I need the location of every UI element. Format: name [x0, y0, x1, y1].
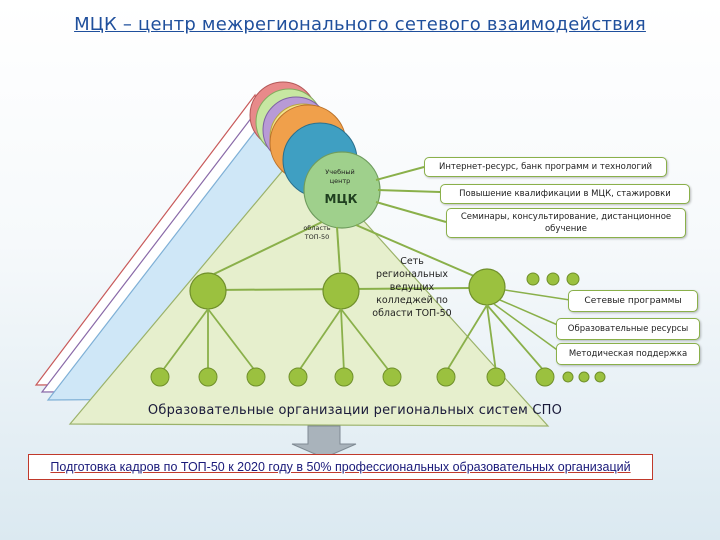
dot — [526, 272, 540, 286]
network-node-center — [322, 272, 360, 310]
network-node-left — [189, 272, 227, 310]
leaf-node — [486, 367, 506, 387]
page-title: МЦК – центр межрегионального сетевого вз… — [74, 14, 646, 35]
info-box-edu-resources: Образовательные ресурсы — [556, 318, 700, 340]
leaf-node — [436, 367, 456, 387]
info-box-network-programs: Сетевые программы — [568, 290, 698, 312]
leaf-node — [198, 367, 218, 387]
bottom-conclusion-box: Подготовка кадров по ТОП-50 к 2020 году … — [28, 454, 653, 480]
network-label: Сеть региональных ведущих колледжей по о… — [372, 256, 452, 319]
dot — [562, 371, 574, 383]
dot — [578, 371, 590, 383]
info-box-internet: Интернет-ресурс, банк программ и техноло… — [424, 157, 667, 177]
leaf-node — [150, 367, 170, 387]
mck-circle — [303, 151, 381, 229]
mck-main-label: МЦК — [324, 192, 358, 206]
network-node-right — [468, 268, 506, 306]
dot — [566, 272, 580, 286]
leaf-node — [246, 367, 266, 387]
info-box-qualification: Повышение квалификации в МЦК, стажировки — [440, 184, 690, 204]
region-label: область ТОП-50 — [303, 224, 331, 241]
base-label: Образовательные организации региональных… — [147, 403, 563, 418]
leaf-node — [382, 367, 402, 387]
info-box-method-support: Методическая поддержка — [556, 343, 700, 365]
info-box-seminars: Семинары, консультирование, дистанционно… — [446, 208, 686, 238]
leaf-node — [288, 367, 308, 387]
dot — [546, 272, 560, 286]
leaf-node — [334, 367, 354, 387]
leaf-node — [535, 367, 555, 387]
dot — [594, 371, 606, 383]
mck-small-label: Учебный центр — [325, 168, 355, 185]
down-arrow-icon — [291, 425, 357, 459]
